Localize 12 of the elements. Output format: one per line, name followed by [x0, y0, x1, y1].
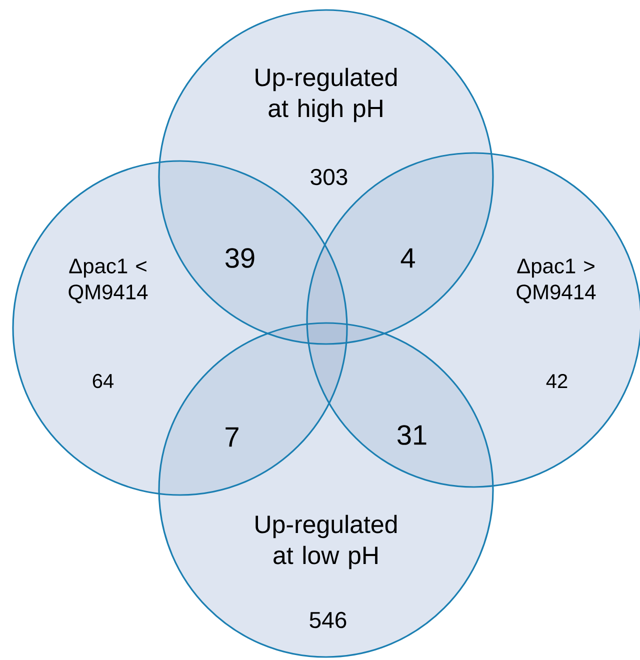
circle-title: Up-regulated at high pH	[256, 68, 397, 122]
count-label: 546	[310, 612, 346, 628]
count-label: 31	[398, 425, 426, 445]
circle-title: Δpac1 > QM9414	[516, 258, 596, 304]
count-label: 4	[400, 248, 415, 268]
count-label: 303	[310, 168, 348, 186]
circle-title: Δpac1 < QM9414	[68, 258, 148, 304]
count-label: 7	[226, 427, 238, 447]
count-label: 64	[92, 374, 114, 388]
circle-title: Up-regulated at low pH	[256, 514, 397, 570]
count-label: 39	[226, 248, 254, 268]
count-label: 42	[546, 374, 568, 388]
